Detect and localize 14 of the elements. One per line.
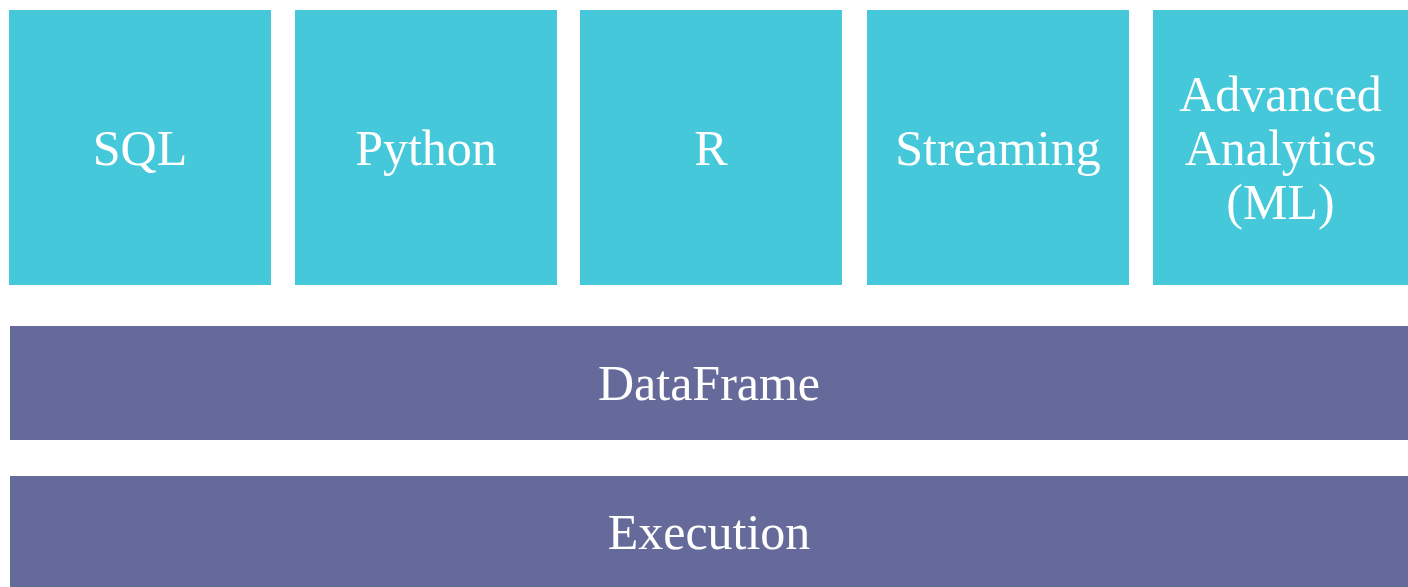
layer-label: R xyxy=(694,120,728,175)
layer-bar xyxy=(10,476,1408,587)
layer-label: Streaming xyxy=(895,120,1101,175)
layer-block xyxy=(9,10,271,285)
layer-label: SQL xyxy=(92,120,188,175)
layer-block xyxy=(1153,10,1408,285)
layer-block xyxy=(295,10,557,285)
layer-bar xyxy=(10,326,1408,440)
layer-label: Execution xyxy=(607,504,811,559)
layer-block xyxy=(867,10,1129,285)
layer-label: DataFrame xyxy=(597,356,821,410)
layer-block xyxy=(580,10,842,285)
layer-label: Advanced Analytics (ML) xyxy=(1178,66,1383,229)
layer-label: Python xyxy=(355,120,497,175)
